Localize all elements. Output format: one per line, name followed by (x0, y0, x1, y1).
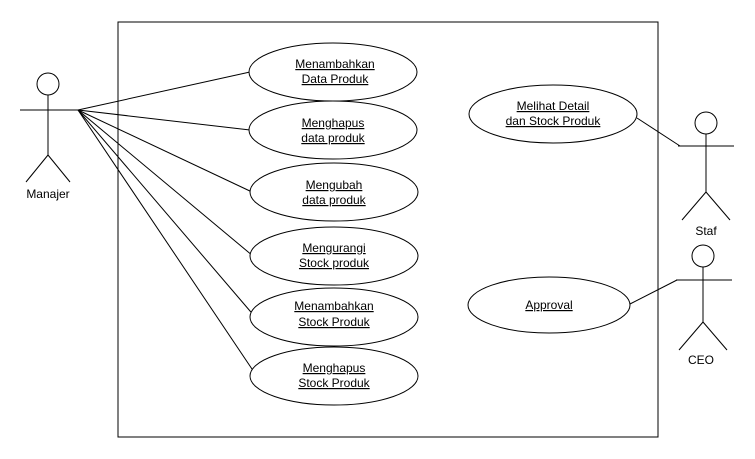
association-line (77, 109, 259, 379)
actor-leg (47, 154, 71, 183)
actor-label: Staf (695, 224, 717, 238)
actor-head (694, 111, 718, 135)
use-case-detail-stock: Melihat Detail dan Stock Produk (468, 84, 638, 144)
use-case-ellipse (249, 346, 419, 406)
use-case-label-line1: Mengurangi (302, 241, 365, 255)
use-case-ellipse (249, 287, 419, 347)
actor-ceo: CEO (676, 244, 732, 367)
association-line (77, 109, 254, 257)
use-case-ellipse (467, 276, 631, 334)
actor-manajer: Manajer (20, 72, 78, 201)
actor-leg (702, 321, 728, 351)
actor-leg (681, 191, 707, 221)
use-case-label-line1: Mengubah (306, 178, 363, 192)
use-case-label-line2: data produk (301, 131, 365, 145)
actor-label: Manajer (26, 187, 69, 201)
association-line (77, 71, 251, 111)
use-case-hapus-stock: Menghapus Stock Produk (249, 346, 419, 406)
use-case-ubah-data: Mengubah data produk (249, 162, 419, 222)
use-case-hapus-data: Menghapus data produk (248, 100, 418, 160)
association-line (77, 109, 251, 131)
use-case-ellipse (248, 100, 418, 160)
use-case-label-line1: Menghapus (302, 116, 365, 130)
use-case-label-line2: data produk (302, 193, 366, 207)
use-case-ellipse (249, 162, 419, 222)
manajer-associations (77, 71, 259, 379)
use-case-label-line1: Melihat Detail (517, 99, 590, 113)
use-case-ellipse (249, 226, 419, 286)
association-line-ceo (627, 279, 678, 306)
use-case-label-line2: Stock produk (299, 256, 370, 270)
use-case-label-line2: Data Produk (302, 72, 370, 86)
use-case-ellipse (468, 84, 638, 144)
association-line (77, 109, 253, 193)
actor-leg (678, 321, 704, 351)
use-case-label-line2: dan Stock Produk (506, 114, 602, 128)
actor-leg (25, 154, 49, 183)
system-boundary (117, 21, 659, 438)
use-case-label-line1: Menghapus (303, 361, 366, 375)
actor-staf: Staf (678, 111, 734, 238)
use-case-tambah-stock: Menambahkan Stock Produk (249, 287, 419, 347)
use-case-tambah-data: Menambahkan Data Produk (248, 42, 418, 102)
actor-label: CEO (688, 353, 714, 367)
actor-head (36, 72, 60, 96)
actor-leg (705, 191, 731, 221)
actor-head (691, 244, 715, 268)
use-case-label-line1: Approval (525, 298, 572, 312)
use-case-kurangi-stock: Mengurangi Stock produk (249, 226, 419, 286)
association-line (77, 109, 257, 319)
use-case-label-line1: Menambahkan (294, 299, 373, 313)
use-case-approval: Approval (467, 276, 631, 334)
use-case-label-line2: Stock Produk (298, 315, 370, 329)
use-case-label-line1: Menambahkan (295, 57, 374, 71)
use-case-label-line2: Stock Produk (298, 376, 370, 390)
association-line-staf (636, 117, 681, 147)
